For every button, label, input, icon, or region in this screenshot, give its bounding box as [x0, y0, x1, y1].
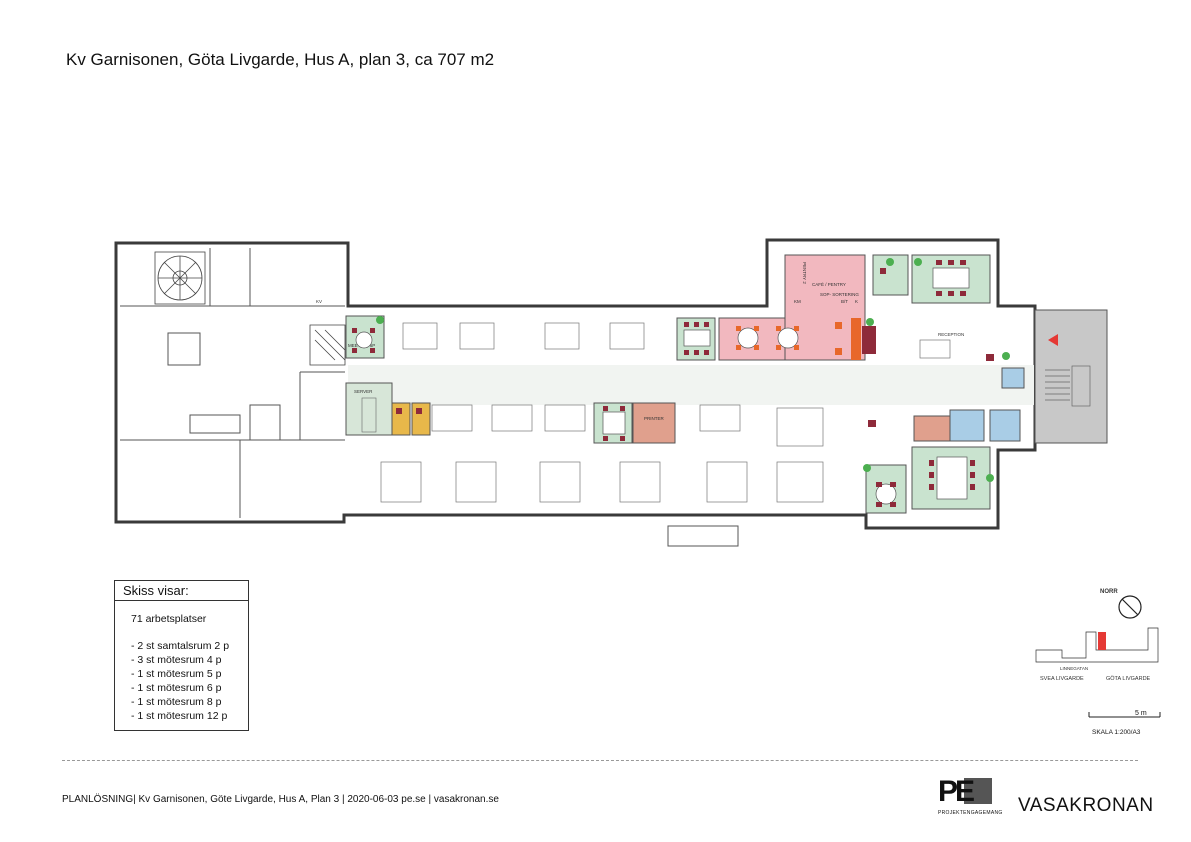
- focus-room-1: [391, 402, 411, 436]
- server-label: SERVER: [354, 389, 373, 394]
- list-item: - 3 st mötesrum 4 p: [131, 654, 222, 666]
- corner-stair: [309, 324, 346, 366]
- wc-3: [1001, 367, 1025, 389]
- server-room: [345, 382, 393, 436]
- stair-steps: [1045, 365, 1091, 407]
- pentry-label: PENTRY 2: [802, 262, 807, 284]
- key-map-highlight: [1098, 632, 1106, 650]
- kv-label: KV: [316, 299, 322, 304]
- printer-label: PRINTER: [644, 416, 665, 421]
- brand-logo: VASAKRONAN: [1018, 795, 1154, 816]
- reception-label: RECEPTION: [938, 332, 964, 337]
- focus-room-2: [411, 402, 431, 436]
- copy-room: [913, 415, 951, 442]
- pe-logo-mark: PE: [938, 775, 975, 808]
- left-wing: [120, 248, 345, 518]
- chairs: [352, 260, 994, 507]
- sorting-label: SOP- SORTERING: [820, 292, 859, 297]
- km-label: KM: [794, 299, 801, 304]
- sofa: [862, 326, 876, 354]
- footer-text: PLANLÖSNING| Kv Garnisonen, Göte Livgard…: [62, 794, 499, 805]
- furniture: [355, 267, 970, 505]
- key-map: [1035, 627, 1159, 663]
- wc-1: [949, 409, 985, 442]
- scale-bar-label: 5 m: [1135, 710, 1147, 717]
- bkt-label: B/T: [841, 299, 848, 304]
- north-label: NORR: [1100, 589, 1118, 595]
- room-list: - 2 st samtalsrum 2 p - 3 st mötesrum 4 …: [131, 639, 248, 723]
- pe-logo-subtitle: PROJEKTENGAGEMANG: [938, 810, 1003, 816]
- cafe-label: CAFÉ / PENTRY: [812, 281, 846, 287]
- list-item: - 1 st mötesrum 6 p: [131, 682, 222, 694]
- scale-bar: [1088, 712, 1161, 718]
- north-arrow-icon: [1118, 595, 1142, 619]
- plants: [376, 258, 1010, 482]
- keymap-left: SVEA LIVGARDE: [1040, 676, 1084, 682]
- list-item: - 1 st mötesrum 8 p: [131, 696, 222, 708]
- workstation-count: 71 arbetsplatser: [131, 613, 207, 625]
- spiral-stair: [154, 251, 206, 305]
- list-item: - 1 st mötesrum 5 p: [131, 668, 222, 680]
- page-title: Kv Garnisonen, Göta Livgarde, Hus A, pla…: [66, 50, 495, 69]
- wc-2: [989, 409, 1021, 442]
- workstations: [380, 322, 951, 503]
- printer-room: [632, 402, 676, 444]
- entrance-arrow-icon: [1048, 334, 1058, 346]
- cafe-chairs: [736, 322, 842, 355]
- keymap-right: GÖTA LIVGARDE: [1106, 675, 1151, 682]
- counter: [851, 318, 861, 360]
- list-item: - 1 st mötesrum 12 p: [131, 710, 228, 722]
- pe-logo: PE PROJEKTENGAGEMANG: [938, 775, 1002, 820]
- legend-box: Skiss visar: 71 arbetsplatser - 2 st sam…: [114, 580, 249, 731]
- keymap-street: LINNEGATAN: [1060, 666, 1088, 671]
- scale-ratio: SKALA 1:200/A3: [1092, 729, 1141, 736]
- south-stair: [667, 525, 739, 547]
- building-outline: [114, 238, 1037, 530]
- divider: [62, 760, 1138, 761]
- legend-heading: Skiss visar:: [115, 581, 248, 601]
- list-item: - 2 st samtalsrum 2 p: [131, 640, 230, 652]
- stair-core: [1034, 309, 1108, 444]
- k-label: K: [855, 299, 858, 304]
